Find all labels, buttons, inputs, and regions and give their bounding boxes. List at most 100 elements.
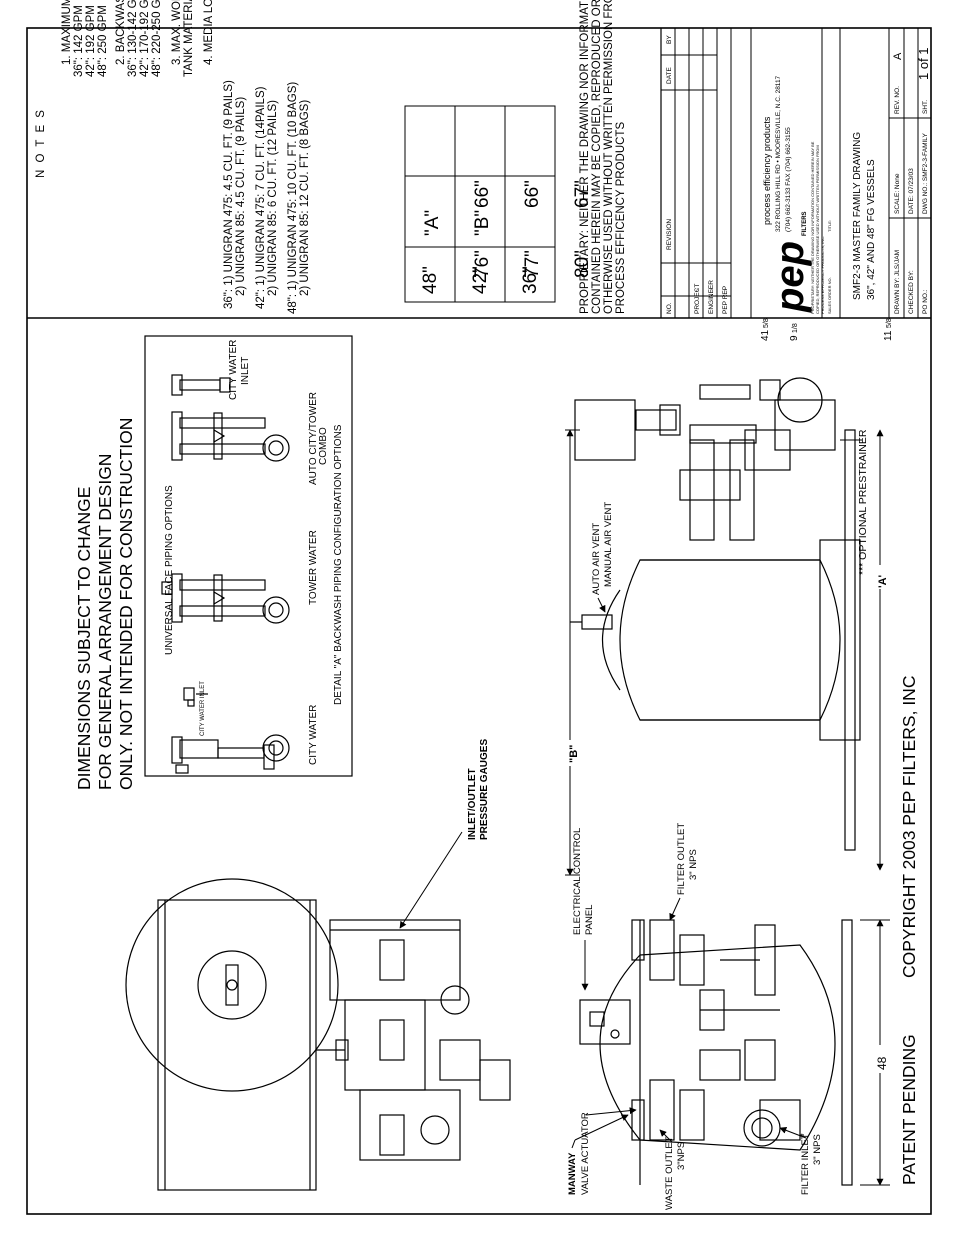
piping-option-city-water bbox=[171, 687, 290, 774]
piping-option-tower-water bbox=[161, 573, 290, 624]
company-phone: (704) 662-3133 FAX (704) 662-3155 bbox=[785, 127, 792, 232]
sheet-label: SHT. bbox=[922, 100, 929, 114]
dim-a-text: 'A' bbox=[877, 574, 889, 588]
note-2: 2. BACKWASH FLOW RATE RANGE: bbox=[115, 0, 127, 65]
plan-view bbox=[125, 878, 511, 1191]
dim-48-a: 80" bbox=[572, 250, 593, 278]
dim-header-a: "A" bbox=[422, 210, 443, 236]
callout-ecp-2: PANEL bbox=[584, 905, 595, 935]
note-1c: 48": 250 GPM bbox=[97, 5, 109, 77]
note-2a: 36": 130-142 GPM bbox=[127, 0, 139, 77]
dim-42-b: 66" bbox=[522, 180, 543, 208]
drawing-date: DATE: 07/23/03 bbox=[908, 168, 915, 214]
callout-ecp-1: ELECTRICAL CONTROL bbox=[572, 828, 583, 935]
callout-fi-1: FILTER INLET bbox=[800, 1133, 811, 1195]
proprietary-line-4: PROCESS EFFICENCY PRODUCTS bbox=[615, 122, 627, 314]
note-4b: 2) UNIGRAN 85: 4.5 CU. FT. (9 PAILS) bbox=[235, 97, 247, 296]
callout-valve-actuator: VALVE ACTUATOR bbox=[580, 1112, 591, 1195]
rev-header-date: DATE bbox=[666, 66, 673, 84]
rev-header-by: BY bbox=[666, 35, 673, 44]
pep-logo-sub: FILTERS bbox=[802, 211, 808, 236]
rev-no: REV. NO. bbox=[894, 86, 901, 114]
front-callouts: ELECTRICAL CONTROL PANEL FILTER OUTLET 3… bbox=[567, 823, 823, 1210]
small-print-2: COPIED, REPRODUCED OR OTHERWISE USED WIT… bbox=[815, 145, 820, 314]
note-1b: 42": 192 GPM bbox=[85, 5, 97, 77]
dim-a-bg bbox=[872, 565, 888, 589]
title-block bbox=[660, 27, 931, 319]
note-4a: 36": 1) UNIGRAN 475: 4.5 CU. FT. (9 PAIL… bbox=[223, 80, 235, 309]
callout-fi-2: 3" NPS bbox=[812, 1134, 823, 1165]
rev-engineer-label: ENGINEER bbox=[708, 280, 715, 314]
disclaimer-line-3: ONLY. NOT INTENDED FOR CONSTRUCTION bbox=[116, 418, 136, 790]
drawn-by: DRAWN BY: JLS/JAM bbox=[894, 250, 901, 314]
notes-section: N O T E S 1. MAXIMUM FILTER FLOW RATE: 3… bbox=[35, 0, 556, 314]
rev-header-no: NO. bbox=[666, 302, 673, 314]
city-water-inlet-label-2: INLET bbox=[240, 357, 251, 385]
dim-size-42: 42" bbox=[470, 266, 491, 294]
dimension-table: "A" "B" 36" 42" 48" bbox=[404, 105, 556, 303]
note-2c: 48": 220-250 GPM bbox=[151, 0, 163, 77]
note-1: 1. MAXIMUM FILTER FLOW RATE: bbox=[61, 0, 73, 65]
detail-heading: UNIVERSAL FACE PIPING OPTIONS bbox=[164, 485, 175, 655]
dim-41: 41 bbox=[760, 329, 771, 341]
dim-48-bg bbox=[872, 1045, 888, 1073]
detail-caption: DETAIL "A" BACKWASH PIPING CONFIGURATION… bbox=[333, 424, 344, 705]
rev-mark: A bbox=[892, 52, 904, 60]
callout-gauges: INLET/OUTLET PRESSURE GAUGES bbox=[399, 739, 490, 929]
option-auto-city-tower: AUTO CITY/TOWER bbox=[308, 392, 319, 485]
dim-9-frac: 1/8 bbox=[792, 323, 799, 333]
dim-36-a: 76" bbox=[472, 250, 493, 278]
note-3: 3. MAX. WORKING PRESSURE: 50 psig bbox=[171, 0, 183, 65]
proprietary-line-1: PROPRIETARY: NEITHER THE DRAWING NOR INF… bbox=[579, 0, 591, 314]
rev-engineer-value: ~ bbox=[708, 288, 715, 292]
dim-9: 9 bbox=[789, 335, 800, 341]
drawing-title-2: 36", 42" AND 48" FG VESSELS bbox=[866, 159, 877, 300]
electrical-control-panel bbox=[579, 999, 631, 1045]
callout-waste-1: WASTE OUTLET bbox=[664, 1136, 675, 1210]
rev-peprep-label: PEP REP bbox=[722, 286, 729, 314]
footer: PATENT PENDING COPYRIGHT 2003 PEP FILTER… bbox=[899, 676, 919, 1185]
note-4: 4. MEDIA LOADING (10 MICRON): bbox=[203, 0, 215, 65]
rev-project-label: PROJECT bbox=[694, 284, 701, 314]
note-3a: TANK MATERIAL: FIBERGLASS bbox=[183, 0, 195, 77]
sheet-border bbox=[26, 27, 932, 1215]
dim-size-48: 48" bbox=[420, 266, 441, 294]
sheet-number: 1 of 1 bbox=[916, 47, 931, 80]
callout-gauges-line-2: PRESSURE GAUGES bbox=[479, 739, 490, 840]
patent-pending: PATENT PENDING bbox=[899, 1034, 919, 1185]
dim-36-b: 66" bbox=[472, 180, 493, 208]
note-4d: 2) UNIGRAN 85: 6 CU. FT. (12 PAILS) bbox=[267, 100, 279, 296]
detail-a-box: UNIVERSAL FACE PIPING OPTIONS DETAIL "A"… bbox=[144, 335, 353, 777]
rev-header-revision: REVISION bbox=[666, 219, 673, 250]
disclaimer-line-1: DIMENSIONS SUBJECT TO CHANGE bbox=[74, 487, 94, 790]
callout-auto-air-vent: AUTO AIR VENT bbox=[591, 523, 602, 595]
disclaimer-line-2: FOR GENERAL ARRANGEMENT DESIGN bbox=[95, 454, 115, 790]
city-water-inlet-small: CITY WATER INLET bbox=[200, 681, 206, 736]
dim-size-36: 36" bbox=[520, 266, 541, 294]
dim-11: 11 bbox=[883, 330, 894, 341]
company-name: process efficiency products bbox=[762, 116, 772, 225]
dim-41-frac: 5/8 bbox=[763, 318, 770, 328]
dwg-no: DWG NO.: SMF2-3-FAMILY bbox=[922, 133, 929, 214]
piping-option-combo bbox=[171, 374, 290, 462]
callout-fo-1: FILTER OUTLET bbox=[676, 823, 687, 895]
city-water-inlet-label: CITY WATER bbox=[228, 340, 239, 400]
plan-vessel bbox=[125, 878, 339, 1092]
callout-manway: MANWAY bbox=[567, 1152, 578, 1195]
plan-skid-frame bbox=[157, 899, 317, 1191]
title-label: TITLE: bbox=[827, 220, 832, 232]
po-no: PO NO.: bbox=[922, 289, 929, 314]
small-print-3: PROCESS EFFICIENCY PRODUCTS, INC. bbox=[820, 236, 825, 314]
dim-b-text: "B" bbox=[568, 745, 580, 763]
proprietary-line-2: CONTAINED HEREIN MAY BE COPIED, REPRODUC… bbox=[591, 0, 603, 314]
option-city-water: CITY WATER bbox=[308, 705, 319, 765]
dim-header-b: "B" bbox=[472, 210, 493, 236]
drawing-title-1: SMF2-3 MASTER FAMILY DRAWING bbox=[852, 132, 863, 300]
checked-by: CHECKED BY: bbox=[908, 270, 915, 314]
rev-project-value: ~ bbox=[694, 288, 701, 292]
company-address: 322 ROLLING HILL RD • MOORESVILLE, N.C. … bbox=[775, 75, 782, 232]
pep-logo: pep bbox=[768, 241, 812, 313]
dim-48-text: 48 bbox=[875, 1056, 889, 1070]
callout-manual-air-vent: MANUAL AIR VENT bbox=[603, 502, 614, 587]
